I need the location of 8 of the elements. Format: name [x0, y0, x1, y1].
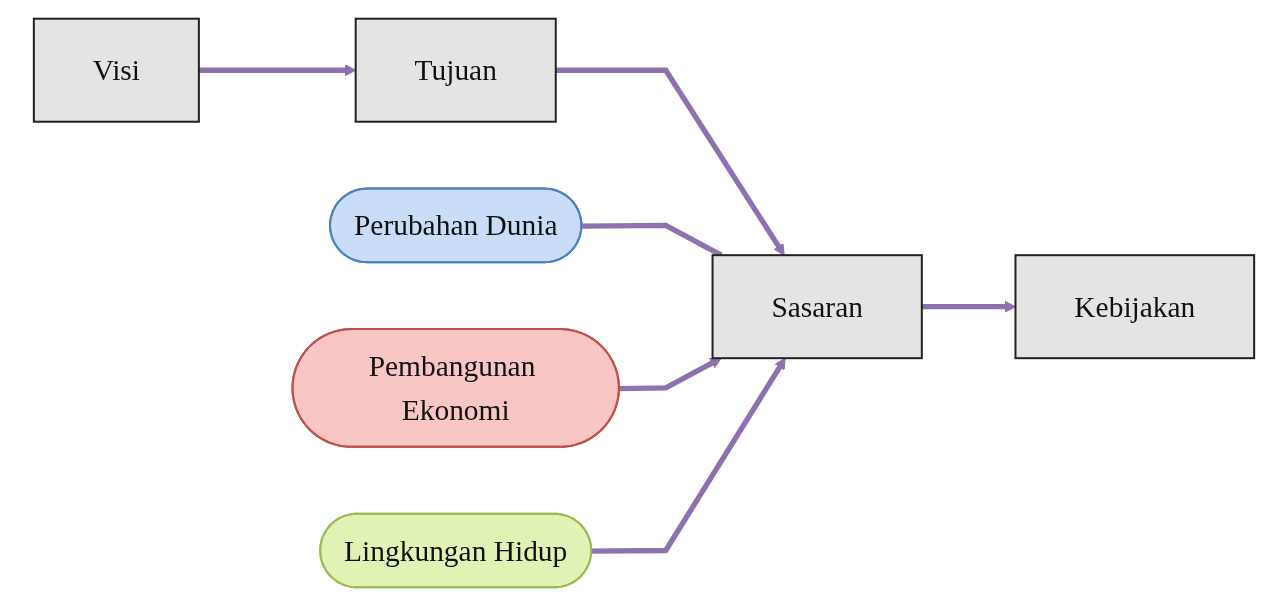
arrow: [555, 67, 785, 256]
node-box: Sasaran: [711, 254, 923, 360]
arrow: [619, 357, 722, 392]
node-box: Tujuan: [354, 17, 557, 123]
arrow: [591, 357, 786, 554]
arrow: [921, 300, 1016, 313]
node-box: Kebijakan: [1014, 254, 1256, 360]
node-box: Visi: [32, 17, 200, 123]
